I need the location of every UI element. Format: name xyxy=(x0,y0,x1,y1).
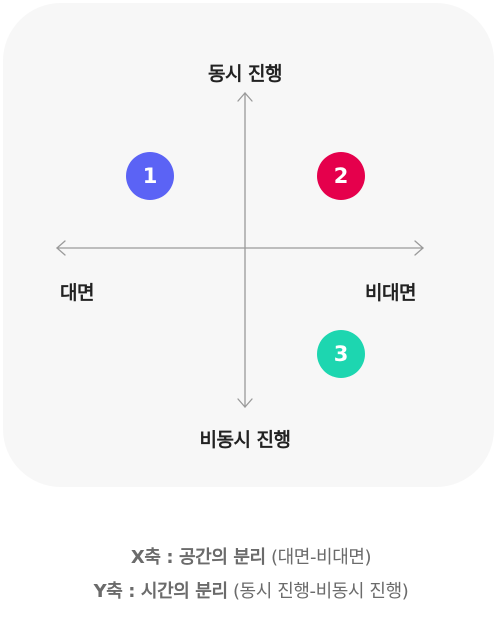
axis-label-non-face-to-face: 비대면 xyxy=(365,282,416,304)
quadrant-badge-1: 1 xyxy=(126,152,174,200)
quadrant-badge-3: 3 xyxy=(317,330,365,378)
axis-label-simultaneous: 동시 진행 xyxy=(207,63,283,85)
x-axis-caption: X축 : 공간의 분리 (대면-비대면) xyxy=(0,543,502,569)
quadrant-axes xyxy=(56,92,424,408)
axis-label-face-to-face: 대면 xyxy=(60,282,94,304)
y-axis-caption-desc: (동시 진행-비동시 진행) xyxy=(232,581,409,602)
vertical-axis-bottom-arrow xyxy=(237,398,253,408)
diagram-panel xyxy=(3,3,494,487)
x-axis-caption-desc: (대면-비대면) xyxy=(271,547,372,568)
y-axis-caption: Y축 : 시간의 분리 (동시 진행-비동시 진행) xyxy=(0,577,502,603)
y-axis-caption-title: Y축 : 시간의 분리 xyxy=(93,581,228,602)
quadrant-badge-2: 2 xyxy=(317,152,365,200)
axis-label-non-simultaneous: 비동시 진행 xyxy=(199,429,291,451)
horizontal-axis-right-arrow xyxy=(414,240,424,256)
x-axis-caption-title: X축 : 공간의 분리 xyxy=(130,547,266,568)
horizontal-axis-left-arrow xyxy=(56,240,66,256)
vertical-axis-top-arrow xyxy=(237,92,253,102)
